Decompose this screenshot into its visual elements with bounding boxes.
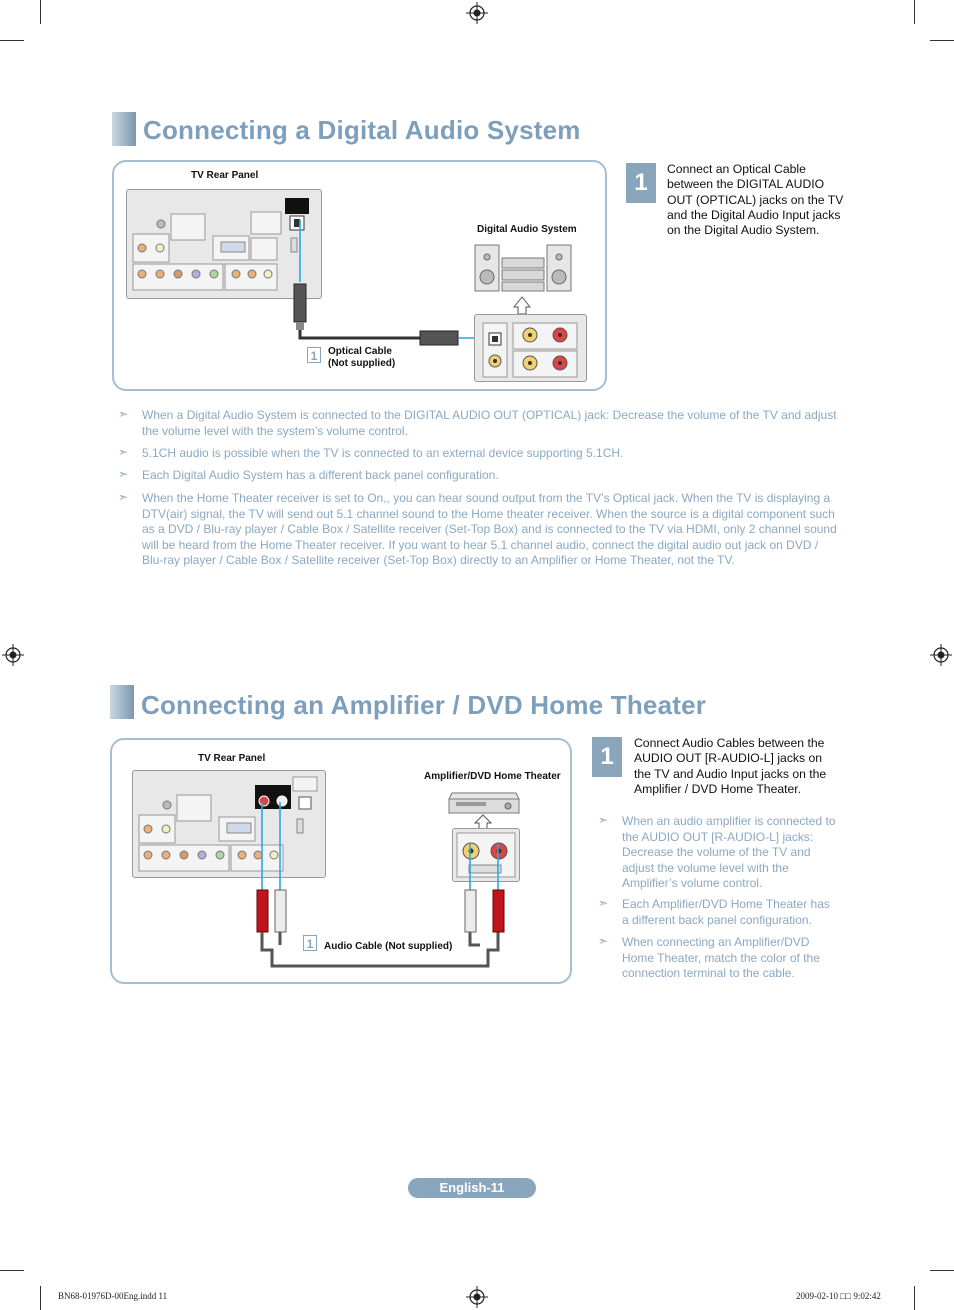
connection-diagram: TV Rear Panel	[112, 160, 607, 391]
step-number-badge: 1	[592, 737, 622, 777]
cable-number-badge: 1	[307, 347, 321, 363]
audio-cable	[256, 802, 505, 968]
cable-number-badge: 1	[303, 935, 317, 951]
dvd-home-theater-icon	[448, 792, 520, 814]
note-item: When connecting an Amplifier/DVD Home Th…	[622, 935, 820, 980]
crop-mark	[40, 0, 41, 24]
registration-mark-icon	[466, 2, 488, 24]
note-item: When an audio amplifier is connected to …	[622, 814, 836, 890]
note-arrow-icon: ➣	[598, 813, 609, 827]
title-accent-bar	[112, 112, 136, 146]
connection-diagram: TV Rear Panel Ampli	[110, 738, 572, 984]
crop-mark	[0, 1270, 24, 1271]
note-arrow-icon: ➣	[118, 490, 129, 504]
page-number-badge: English-11	[408, 1178, 536, 1198]
cable-label-note: (Not supplied)	[328, 358, 396, 369]
optical-cable	[293, 220, 532, 346]
registration-mark-icon	[930, 644, 952, 666]
amplifier-back-panel	[452, 828, 520, 882]
crop-mark	[930, 1270, 954, 1271]
note-item: 5.1CH audio is possible when the TV is c…	[142, 446, 624, 460]
note-item: Each Amplifier/DVD Home Theater has a di…	[622, 897, 830, 927]
tv-rear-panel-label: TV Rear Panel	[191, 170, 259, 181]
note-arrow-icon: ➣	[118, 445, 129, 459]
digital-audio-system-icon	[474, 244, 572, 292]
amplifier-label: Amplifier/DVD Home Theater	[424, 771, 561, 782]
note-arrow-icon: ➣	[118, 467, 129, 481]
date-slug: 2009-02-10 □□ 9:02:42	[796, 1291, 881, 1301]
cable-label: Audio Cable (Not supplied)	[324, 941, 453, 952]
crop-mark	[40, 1286, 41, 1310]
title-accent-bar	[110, 685, 134, 719]
crop-mark	[914, 1286, 915, 1310]
crop-mark	[930, 40, 954, 41]
section-title: Connecting an Amplifier / DVD Home Theat…	[141, 690, 707, 720]
tv-jacks-icon	[132, 198, 309, 291]
step-instruction: Connect an Optical Cable between the DIG…	[667, 162, 844, 238]
note-item: When the Home Theater receiver is set to…	[142, 491, 837, 567]
note-item: When a Digital Audio System is connected…	[142, 408, 837, 438]
crop-mark	[914, 0, 915, 24]
digital-audio-system-label: Digital Audio System	[477, 224, 577, 235]
crop-mark	[0, 40, 24, 41]
registration-mark-icon	[466, 1286, 488, 1308]
tv-rear-panel	[132, 770, 326, 878]
note-item: Each Digital Audio System has a differen…	[142, 468, 499, 482]
cable-label: Optical Cable	[328, 346, 392, 357]
section-title: Connecting a Digital Audio System	[143, 115, 581, 145]
note-arrow-icon: ➣	[598, 896, 609, 910]
tv-rear-panel	[126, 189, 322, 299]
registration-mark-icon	[2, 644, 24, 666]
tv-rear-panel-label: TV Rear Panel	[198, 753, 266, 764]
note-arrow-icon: ➣	[598, 934, 609, 948]
step-instruction: Connect Audio Cables between the AUDIO O…	[634, 736, 827, 796]
note-arrow-icon: ➣	[118, 407, 129, 421]
audio-system-back-panel	[474, 314, 587, 382]
step-number-badge: 1	[626, 163, 656, 203]
file-slug: BN68-01976D-00Eng.indd 11	[58, 1291, 168, 1301]
